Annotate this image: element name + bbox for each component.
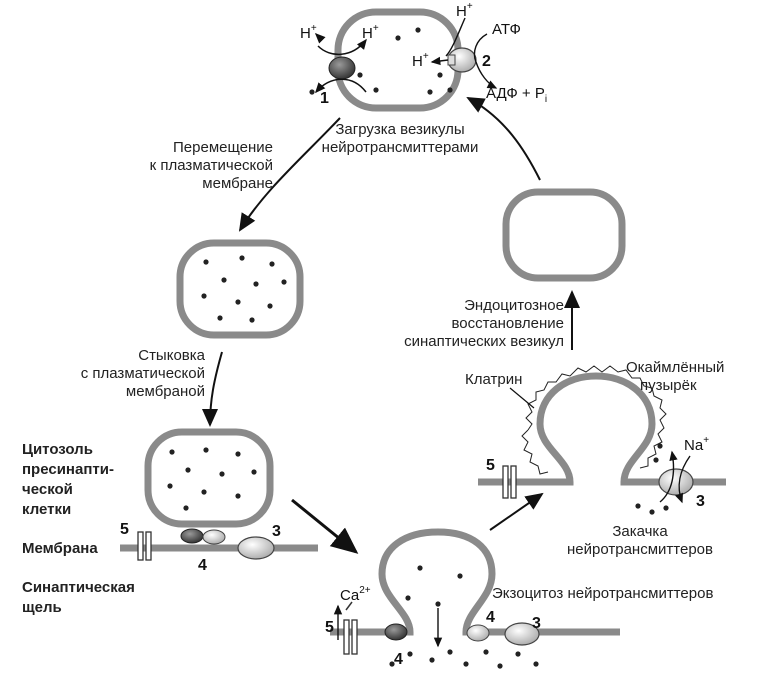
- h-ion-2: H+: [362, 23, 379, 42]
- docking-label-2: с плазматической: [81, 365, 205, 382]
- exocytosis-proteins: [333, 601, 540, 655]
- exocytosis-label: Экзоцитоз нейротрансмиттеров: [492, 585, 713, 602]
- number-4-exo: 4: [394, 651, 403, 668]
- to-exocytosis-arrow: [291, 498, 359, 554]
- cleft-label-1: Синаптическая: [22, 579, 135, 596]
- membrane-label: Мембрана: [22, 540, 98, 557]
- return-arrow: [466, 97, 541, 181]
- docking-proteins-left: [137, 528, 275, 561]
- h-ion-1: H+: [300, 23, 317, 42]
- number-3-left: 3: [272, 523, 281, 540]
- loading-vesicle: [309, 8, 462, 112]
- h-ion-3: H+: [456, 1, 473, 20]
- cleft-label-2: щель: [22, 599, 62, 616]
- cytosol-label-3: ческой: [22, 481, 73, 498]
- number-3-endo: 3: [696, 493, 705, 510]
- number-5-left: 5: [120, 521, 129, 538]
- docking-label-3: мембраной: [126, 383, 205, 400]
- docking-label-1: Стыковка: [138, 347, 205, 364]
- clathrin-label: Клатрин: [465, 371, 522, 388]
- cytosol-label-1: Цитозоль: [22, 441, 93, 458]
- uptake-label-1: Закачка: [612, 523, 668, 540]
- na-ion-label: Na+: [684, 435, 709, 454]
- filled-vesicle: [176, 239, 304, 339]
- number-4-exo-b: 4: [486, 609, 495, 626]
- proton-pump-2: [430, 17, 498, 89]
- clathrin-pointer: [509, 387, 535, 409]
- endocytosis-label-3: синаптических везикул: [404, 333, 564, 350]
- atp-label: АТФ: [492, 21, 521, 38]
- coated-vesicle-label-1: Окаймлённый: [626, 359, 724, 376]
- empty-vesicle: [502, 188, 626, 282]
- endocytosis-label-1: Эндоцитозное: [464, 297, 564, 314]
- number-1: 1: [320, 90, 329, 107]
- movement-label-3: мембране: [202, 175, 273, 192]
- number-5-exo: 5: [325, 619, 334, 636]
- cytosol-label-2: пресинапти-: [22, 461, 114, 478]
- number-2: 2: [482, 53, 491, 70]
- h-ion-4: H+: [412, 51, 429, 70]
- to-endocytosis-arrow: [489, 492, 544, 531]
- number-3-exo: 3: [532, 615, 541, 632]
- endocytosis-label-2: восстановление: [451, 315, 564, 332]
- adp-label: АДФ + Pi: [486, 85, 547, 105]
- number-4-left: 4: [198, 557, 207, 574]
- vesicular-transporter-1: [314, 32, 367, 94]
- movement-label-1: Перемещение: [173, 139, 273, 156]
- coated-vesicle-label-2: пузырёк: [640, 377, 697, 394]
- loading-label-2: нейротрансмиттерами: [322, 139, 479, 156]
- number-5-endo: 5: [486, 457, 495, 474]
- ca-ion-label: Ca2+: [340, 585, 371, 604]
- docking-arrow: [202, 351, 223, 427]
- cytosol-label-4: клетки: [22, 501, 71, 518]
- docked-vesicle: [144, 428, 274, 528]
- movement-label-2: к плазматической: [150, 157, 273, 174]
- movement-arrow: [238, 117, 341, 232]
- clathrin-coated-pit: [478, 365, 726, 486]
- uptake-proteins: [502, 443, 694, 515]
- exocytosis-vesicle: [330, 528, 620, 669]
- uptake-label-2: нейротрансмиттеров: [567, 541, 713, 558]
- loading-label-1: Загрузка везикулы: [335, 121, 464, 138]
